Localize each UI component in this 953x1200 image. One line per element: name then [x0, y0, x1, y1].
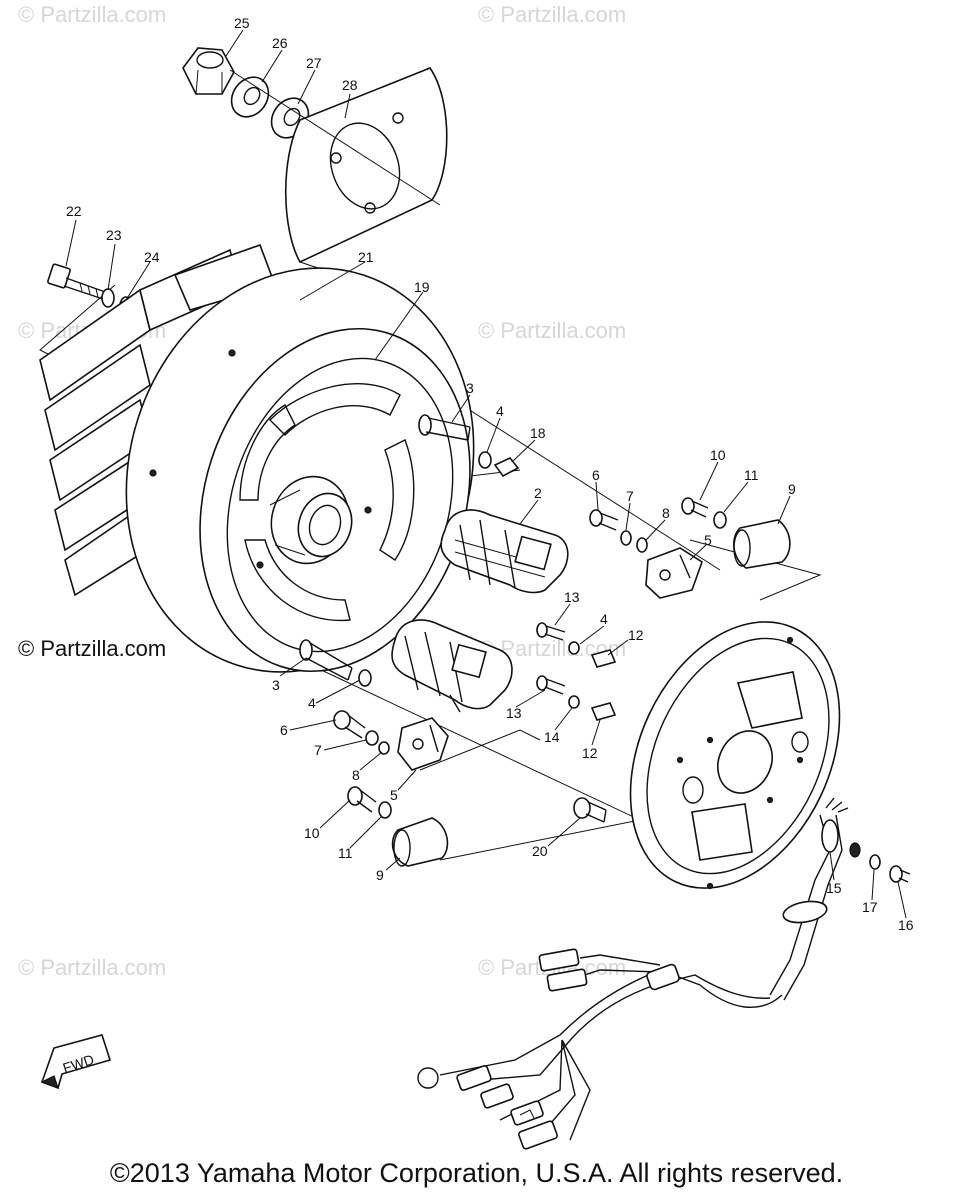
screw-10-lower	[347, 786, 377, 813]
callout-11-upper: 11	[744, 467, 759, 483]
callout-23: 23	[106, 227, 122, 243]
callout-12-upper: 12	[628, 627, 644, 643]
callout-26: 26	[272, 35, 288, 51]
callout-25: 25	[234, 15, 250, 31]
watermark: © Partzilla.com	[478, 2, 627, 27]
callout-8-lower: 8	[352, 767, 360, 783]
callout-4-upper: 4	[496, 403, 504, 419]
washer-11-upper	[713, 511, 727, 529]
screw-6-lower	[333, 710, 366, 739]
callout-7-upper: 7	[626, 488, 634, 504]
callout-3-upper: 3	[466, 380, 474, 396]
washer-14	[568, 695, 580, 709]
wire-harness	[417, 797, 849, 1150]
callout-6-lower: 6	[280, 722, 288, 738]
leader-lines	[65, 29, 907, 919]
callout-numbers: 25 26 27 28 22 23 24 21 19 3 4 18 2 6 7 …	[66, 15, 914, 933]
washer-7-lower	[365, 730, 379, 746]
callout-24: 24	[144, 249, 160, 265]
screw-10-upper	[681, 497, 709, 518]
callout-10-lower: 10	[304, 825, 320, 841]
callout-2: 2	[534, 485, 542, 501]
screw-13-lower	[536, 675, 566, 695]
screw-16	[889, 865, 911, 883]
wire-clip-18	[493, 457, 520, 478]
callout-28: 28	[342, 77, 358, 93]
callout-27: 27	[306, 55, 322, 71]
gasket-plate-28	[284, 67, 448, 264]
clamp	[849, 842, 861, 858]
copyright-footer: ©2013 Yamaha Motor Corporation, U.S.A. A…	[109, 1158, 844, 1188]
condenser-9-lower	[391, 817, 449, 867]
callout-7-lower: 7	[314, 742, 322, 758]
callout-4-lower: 4	[308, 695, 316, 711]
callout-8-upper: 8	[662, 505, 670, 521]
callout-9-upper: 9	[788, 481, 796, 497]
callout-20: 20	[532, 843, 548, 859]
grommet-15	[821, 819, 839, 853]
watermark: © Partzilla.com	[478, 318, 627, 343]
callout-4-mid: 4	[600, 611, 608, 627]
callout-10-upper: 10	[710, 447, 726, 463]
washer-8-lower	[378, 741, 390, 755]
coil-2-upper	[440, 509, 569, 594]
condenser-9-upper	[733, 519, 791, 569]
callout-5-lower: 5	[390, 787, 398, 803]
bolt-22	[47, 263, 109, 301]
fwd-arrow-icon: FWD	[40, 1034, 112, 1090]
callout-5-upper: 5	[704, 532, 712, 548]
callout-12-lower: 12	[582, 745, 598, 761]
callout-19: 19	[414, 279, 430, 295]
washer-26	[230, 76, 270, 118]
callout-22: 22	[66, 203, 82, 219]
contact-breaker-5-upper	[645, 547, 703, 599]
screw-20	[573, 797, 607, 823]
washer-23	[101, 288, 115, 308]
washer-4-small	[568, 641, 580, 655]
washer-4-lower	[358, 669, 372, 687]
callout-13-lower: 13	[506, 705, 522, 721]
callout-13-upper: 13	[564, 589, 580, 605]
washer-17	[869, 854, 881, 870]
callout-6-upper: 6	[592, 467, 600, 483]
callout-3-lower: 3	[272, 677, 280, 693]
watermark: © Partzilla.com	[18, 2, 167, 27]
callout-21: 21	[358, 249, 374, 265]
watermark-logo: © Partzilla.com	[18, 636, 167, 661]
callout-17: 17	[862, 899, 878, 915]
washer-11-lower	[378, 801, 392, 819]
callout-9-lower: 9	[376, 867, 384, 883]
callout-16: 16	[898, 917, 914, 933]
clip-12-lower	[590, 702, 617, 721]
callout-11-lower: 11	[338, 845, 353, 861]
stator-plate	[629, 621, 841, 890]
callout-14: 14	[544, 729, 560, 745]
coil-1-lower	[391, 619, 513, 713]
screw-6-upper	[589, 509, 619, 531]
screw-3-lower	[299, 639, 353, 681]
watermark: © Partzilla.com	[18, 955, 167, 980]
screw-13-upper	[536, 622, 566, 641]
callout-15: 15	[826, 880, 842, 896]
screw-3-upper	[418, 414, 471, 441]
washer-7-upper	[620, 530, 632, 546]
washer-8-upper	[636, 537, 648, 553]
contact-breaker-5-lower	[397, 717, 449, 771]
washer-4	[478, 451, 492, 469]
flywheel-21	[39, 243, 475, 673]
callout-18: 18	[530, 425, 546, 441]
